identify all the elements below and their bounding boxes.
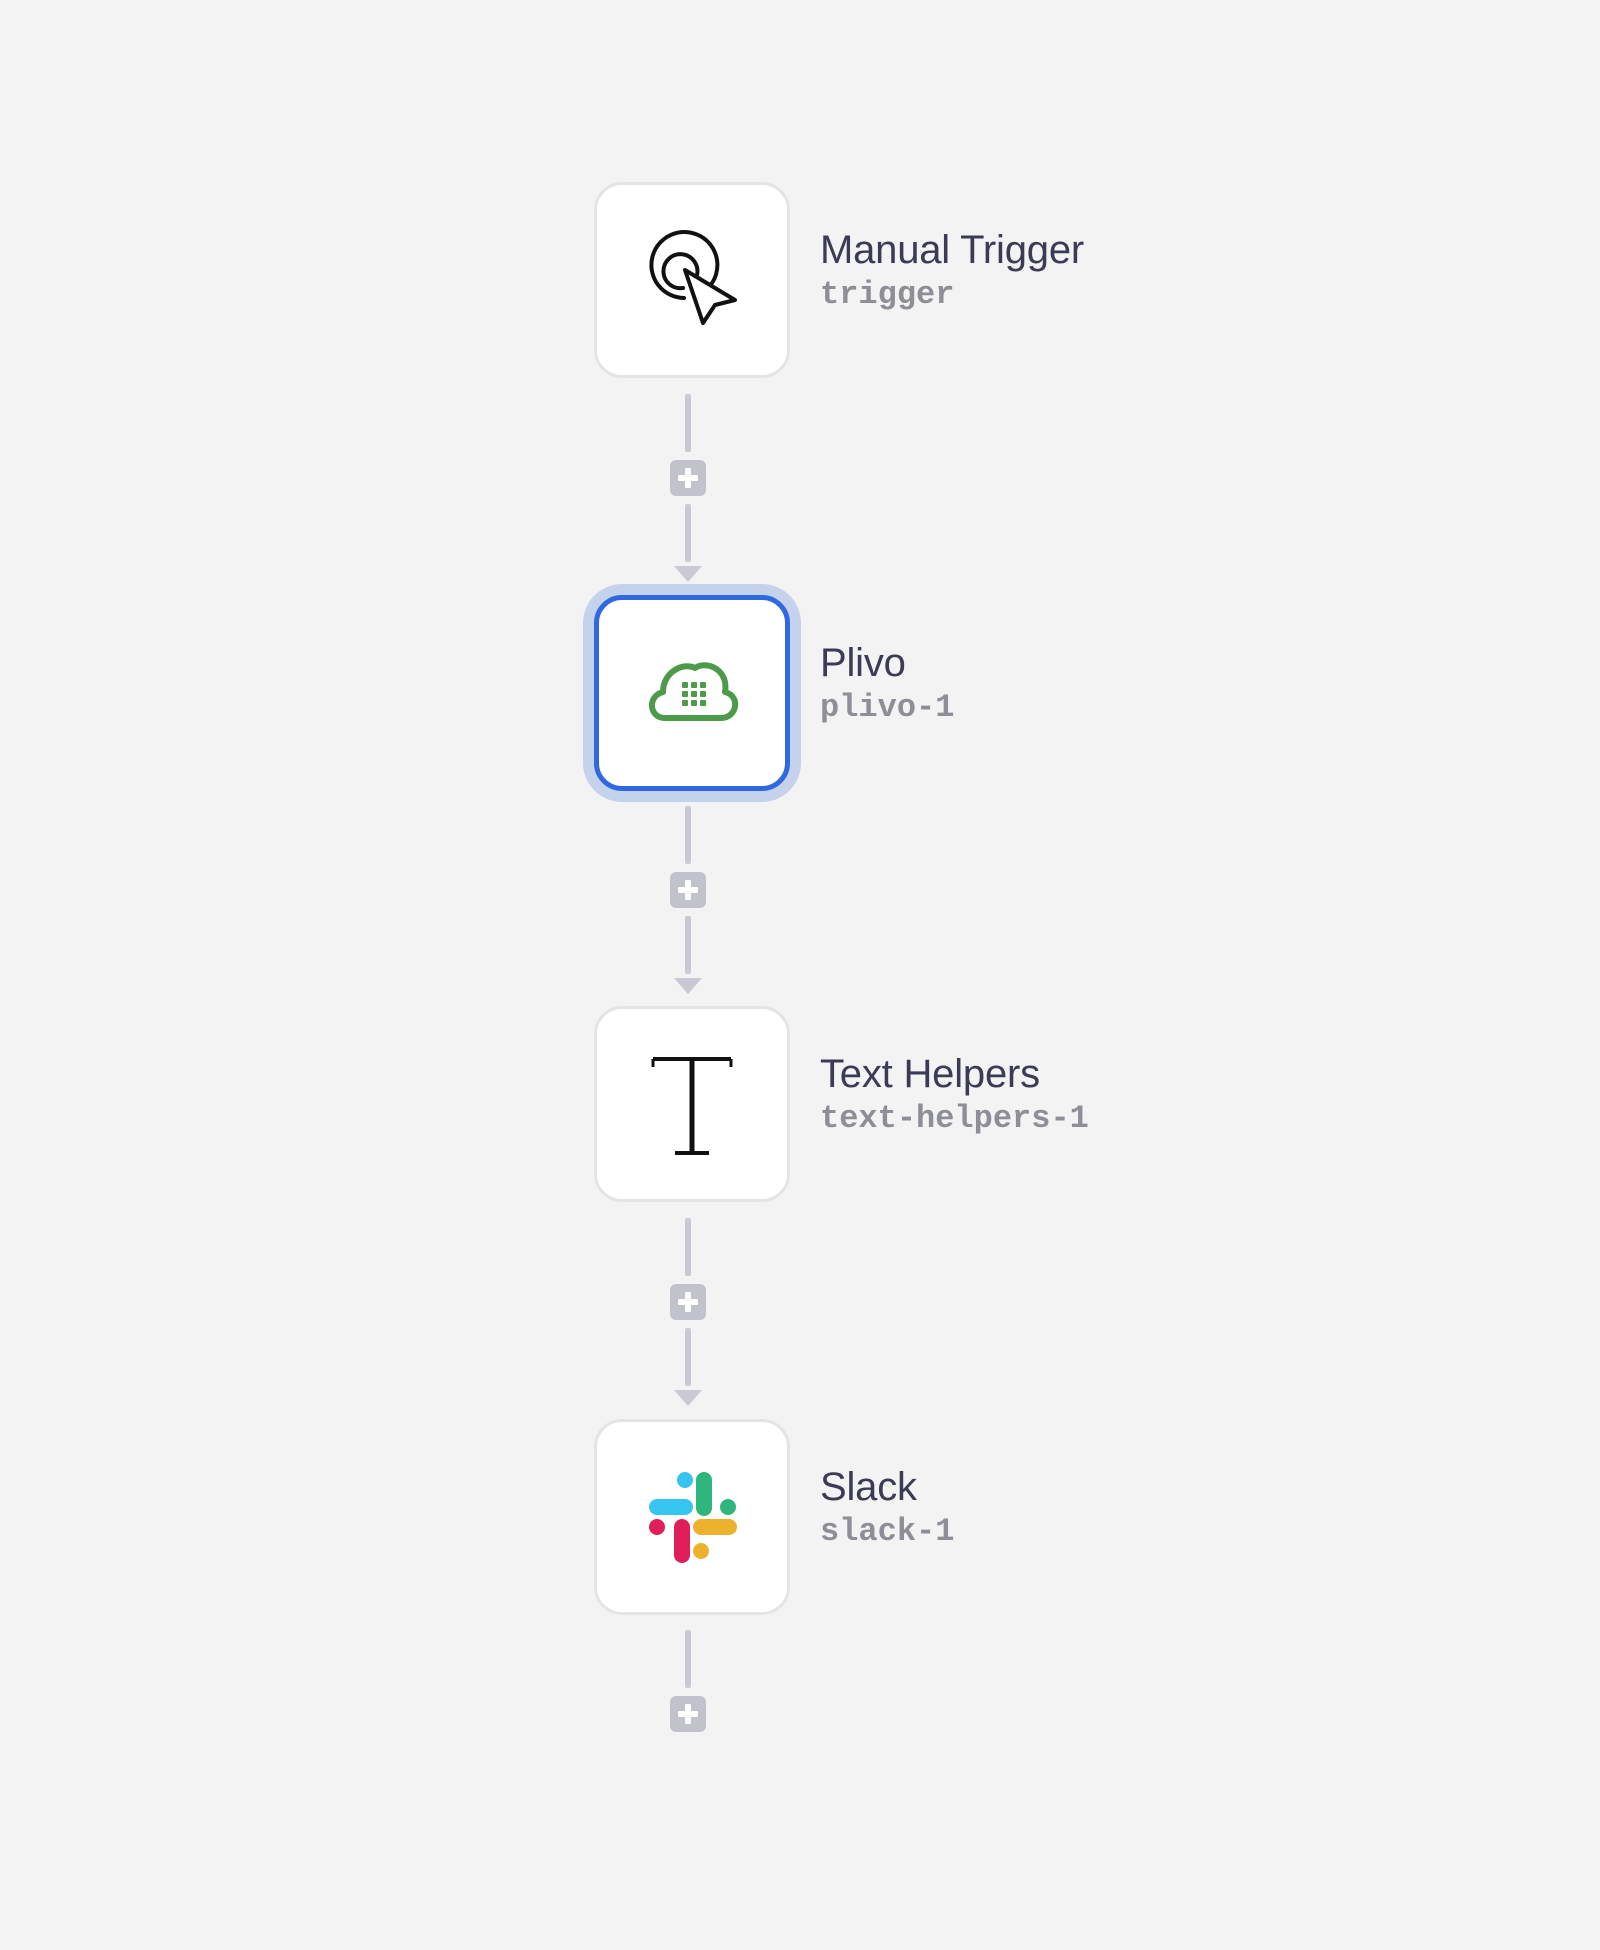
node-manual-trigger[interactable]: Manual Trigger trigger <box>594 182 1084 378</box>
add-step-button[interactable] <box>670 1696 706 1732</box>
connector <box>663 806 713 994</box>
connector-line <box>685 806 691 864</box>
node-plivo[interactable]: Plivo plivo-1 <box>594 595 954 791</box>
connector-line <box>685 1218 691 1276</box>
connector-line <box>685 1630 691 1688</box>
node-id: slack-1 <box>820 1513 955 1550</box>
connector <box>663 1218 713 1406</box>
connector-line <box>685 1328 691 1386</box>
node-slack[interactable]: Slack slack-1 <box>594 1419 954 1615</box>
arrow-down-icon <box>674 566 702 582</box>
connector-line <box>685 916 691 974</box>
node-card[interactable] <box>594 595 790 791</box>
node-card[interactable] <box>594 1006 790 1202</box>
node-card[interactable] <box>594 1419 790 1615</box>
add-step-button[interactable] <box>670 1284 706 1320</box>
node-title: Text Helpers <box>820 1052 1040 1096</box>
node-title: Plivo <box>820 641 906 685</box>
node-text-helpers[interactable]: Text Helpers text-helpers-1 <box>594 1006 1089 1202</box>
node-id: text-helpers-1 <box>820 1100 1089 1137</box>
arrow-down-icon <box>674 978 702 994</box>
add-step-button[interactable] <box>670 460 706 496</box>
text-t-icon <box>651 1057 733 1155</box>
connector <box>663 394 713 582</box>
node-card[interactable] <box>594 182 790 378</box>
arrow-down-icon <box>674 1390 702 1406</box>
plivo-cloud-icon <box>649 662 738 721</box>
node-id: trigger <box>820 276 955 313</box>
node-id: plivo-1 <box>820 689 955 726</box>
connector-line <box>685 394 691 452</box>
slack-logo-icon <box>649 1472 737 1563</box>
node-title: Slack <box>820 1465 917 1509</box>
node-title: Manual Trigger <box>820 228 1084 272</box>
cursor-click-icon <box>649 230 737 325</box>
connector-line <box>685 504 691 562</box>
connector <box>663 1630 713 1734</box>
add-step-button[interactable] <box>670 872 706 908</box>
